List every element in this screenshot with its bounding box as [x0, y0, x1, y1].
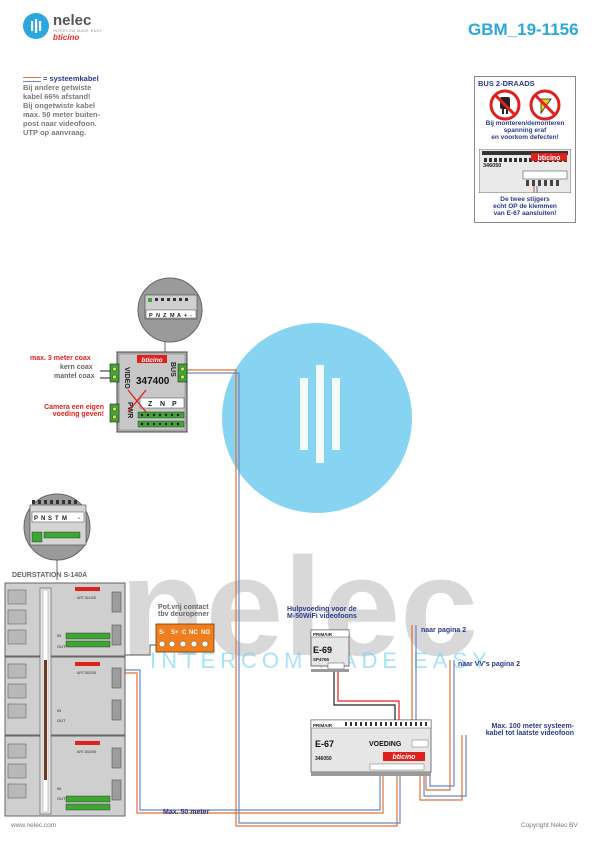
ds-terminal-s: S: [48, 516, 52, 522]
page-title: GBM_19-1156: [468, 20, 579, 39]
bottom-terminal-z: Z: [148, 401, 153, 408]
footer-copyright: Copyright Nelec BV: [521, 822, 578, 829]
note-line: post naar videofoon.: [23, 119, 97, 128]
bus-warning-text: Bij monteren/demonteren spanning eraf en…: [485, 120, 565, 141]
system-cable-bus: [184, 369, 401, 827]
module-347400-brand: bticino: [141, 357, 162, 364]
e69-caption: Hulpvoeding voor de M-50WiFi videofoons: [287, 606, 357, 620]
e67-voeding: VOEDING: [369, 741, 402, 748]
module-code-3: ART.352005: [77, 750, 96, 754]
watermark-word: nelec: [120, 528, 478, 685]
bus-terminal-block: [177, 363, 188, 383]
e69-primary-label: PRIMAIR: [313, 632, 333, 637]
e67-power-supply: PRIMAIR E-67 VOEDING 346050 bticino: [310, 719, 432, 776]
bus-title: BUS 2-DRAADS: [478, 79, 535, 88]
module-code-1: ART.351105: [77, 596, 96, 600]
module-code-2: ART.352005: [77, 671, 96, 675]
zoom-terminal-plus: +: [184, 313, 187, 319]
module-brand: bticino: [538, 155, 561, 162]
ds-terminal-minus: -: [78, 516, 80, 522]
to-page2-label: naar pagina 2: [421, 627, 467, 634]
zoom-terminal-m: M: [170, 313, 175, 319]
ds-terminal-n: N: [41, 516, 45, 522]
ds-terminal-m: M: [62, 516, 67, 522]
relay-module: S- S+ C NC NO: [155, 623, 215, 653]
svg-text:IN: IN: [57, 633, 61, 638]
note-line: max. 50 meter buiten-: [23, 110, 101, 119]
relay-caption: Pot.vrij contact tbv deuropener: [158, 604, 209, 618]
e67-name: E-67: [315, 739, 334, 749]
deurstation-s140a: ART.351105 ART.352005 ART.352005 IN OUT …: [4, 582, 126, 817]
video-terminal-block: [109, 363, 120, 383]
note-line: Bij andere getwiste: [23, 83, 92, 92]
svg-text:OUT: OUT: [57, 644, 66, 649]
zoom-terminal-minus: -: [190, 313, 192, 319]
zoom-terminal-a: A: [177, 313, 181, 319]
bus-label: BUS: [169, 362, 176, 377]
cable-legend-line: [23, 76, 41, 82]
footer-website: www.nelec.com: [11, 822, 57, 829]
logo-mark: [23, 13, 49, 39]
zoom-terminal-n: N: [156, 313, 160, 319]
coax-max-label: max. 3 meter coax: [30, 355, 91, 362]
max-100m-note: Max. 100 meter systeem- kabel tot laatst…: [485, 723, 574, 737]
bottom-terminal-n: N: [160, 401, 165, 408]
coax-mantel-label: mantel coax: [54, 373, 95, 380]
e67-primary-label: PRIMAIR: [313, 723, 333, 728]
svg-text:OUT: OUT: [57, 796, 66, 801]
video-label: VIDEO: [123, 367, 130, 389]
warning-icons: [489, 89, 561, 121]
e69-name: E-69: [313, 645, 332, 655]
e67-code: 346050: [315, 756, 332, 762]
pwr-terminal-block: [109, 403, 120, 423]
cable-note: = systeemkabel Bij andere getwiste kabel…: [23, 74, 155, 137]
module-code: 346050: [483, 163, 501, 169]
bottom-terminal-p: P: [172, 401, 177, 408]
deurstation-title: DEURSTATION S-140A: [12, 572, 88, 579]
system-cable-doorstation: [120, 669, 384, 814]
logo-brand: bticino: [53, 33, 80, 42]
e67-brand: bticino: [393, 754, 417, 761]
module-347400: bticino VIDEO BUS PWR 347400 Z N P: [100, 351, 188, 433]
relay-terminal-nc: NC: [189, 630, 198, 636]
relay-terminal-s-minus: S-: [159, 630, 165, 636]
svg-text:IN: IN: [57, 708, 61, 713]
e69-power-supply: PRIMAIR E-69 SP4765: [310, 629, 350, 672]
relay-terminal-c: C: [182, 630, 187, 636]
note-line: Bij ongetwiste kabel: [23, 101, 96, 110]
zoom-terminal-p: P: [149, 313, 153, 319]
svg-text:OUT: OUT: [57, 718, 66, 723]
module-347400-code: 347400: [136, 376, 170, 387]
module-346050-thumbnail: bticino 346050: [479, 149, 571, 193]
ds-terminal-p: P: [34, 516, 38, 522]
note-line: UTP op aanvraag.: [23, 128, 87, 137]
relay-cable: [120, 644, 160, 656]
relay-terminal-s-plus: S+: [171, 630, 179, 636]
logo-name: nelec: [53, 12, 92, 29]
deurstation-zoom: P N S T M -: [23, 493, 91, 580]
e69-to-e67-cable: [333, 672, 400, 720]
logo-tagline: INTERCOM MADE EASY: [53, 29, 103, 33]
max-50m-note: Max. 50 meter: [163, 809, 210, 816]
cable-legend: = systeemkabel: [23, 74, 155, 83]
coax-kern-label: kern coax: [60, 364, 93, 371]
svg-text:IN: IN: [57, 786, 61, 791]
camera-power-note: Camera een eigen voeding geven!: [44, 404, 104, 418]
e69-code: SP4765: [313, 657, 330, 662]
ds-terminal-t: T: [55, 516, 59, 522]
note-line: kabel 66% afstand!: [23, 92, 91, 101]
module-347400-zoom: P N Z M A + -: [137, 277, 203, 352]
to-vv-page2-label: naar VV's pagina 2: [458, 661, 520, 668]
bus-warning-box: BUS 2-DRAADS Bij monteren/demonteren spa…: [474, 76, 576, 223]
bus-connect-text: De twee stijgers echt OP de klemmen van …: [493, 196, 557, 217]
zoom-terminal-z: Z: [163, 313, 167, 319]
relay-terminal-no: NO: [201, 630, 210, 636]
